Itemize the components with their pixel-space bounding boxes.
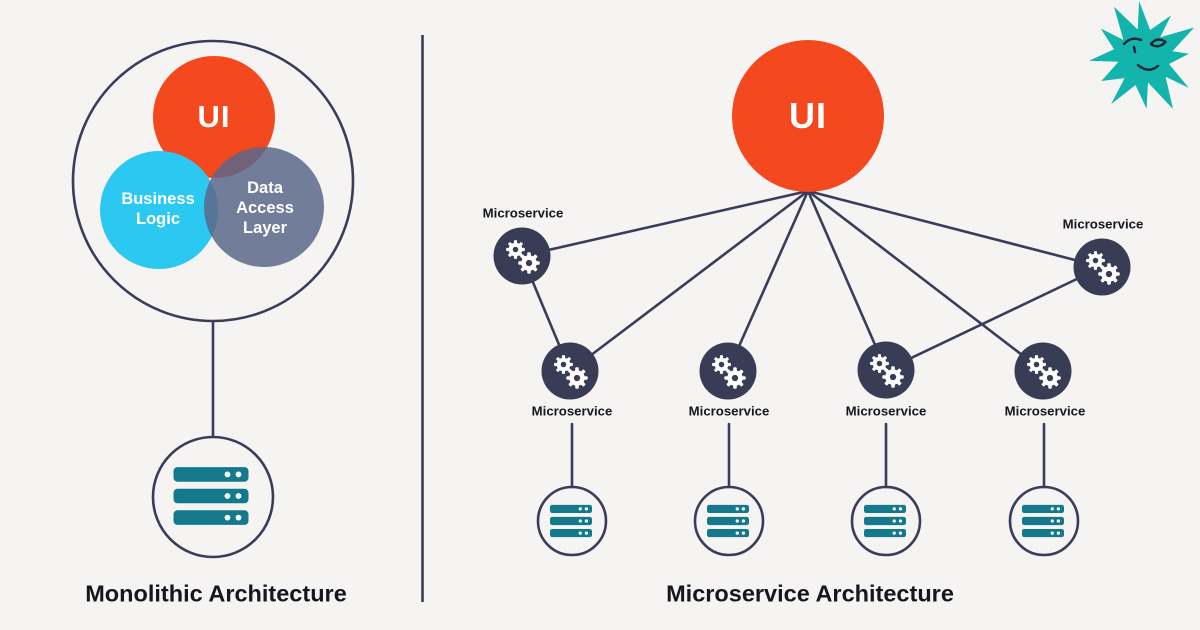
microservice-node-gears-icon <box>542 343 599 400</box>
database-connectors <box>570 422 1046 489</box>
database-server-icon <box>864 504 906 538</box>
microservice-ui-circle <box>732 40 884 192</box>
database-server-icon <box>707 504 749 538</box>
monolith-business-logic-circle <box>100 151 218 269</box>
microservice-node-gears-icon <box>1015 343 1072 400</box>
monolith-boundary-circle <box>71 39 355 323</box>
starburst-icon <box>1089 1 1195 110</box>
winking-face-icon <box>1122 37 1167 71</box>
microservice-database-circles <box>536 485 1080 557</box>
microservice-node-gears-icon <box>1074 239 1131 296</box>
database-server-icon <box>173 467 249 525</box>
microservices-group <box>494 40 1131 557</box>
starburst-mascot <box>1089 1 1195 110</box>
service-edges <box>520 189 1104 373</box>
microservice-node-gears-icon <box>700 343 757 400</box>
monolith-data-access-circle <box>204 147 324 267</box>
monolith-group <box>71 39 355 559</box>
monolith-ui-circle <box>153 56 275 178</box>
microservice-node-gears-icon <box>494 228 551 285</box>
monolith-database-circle <box>151 435 275 559</box>
microservice-node-gears-icon <box>858 342 915 399</box>
database-server-icon <box>550 504 592 538</box>
database-server-icon <box>1022 504 1064 538</box>
